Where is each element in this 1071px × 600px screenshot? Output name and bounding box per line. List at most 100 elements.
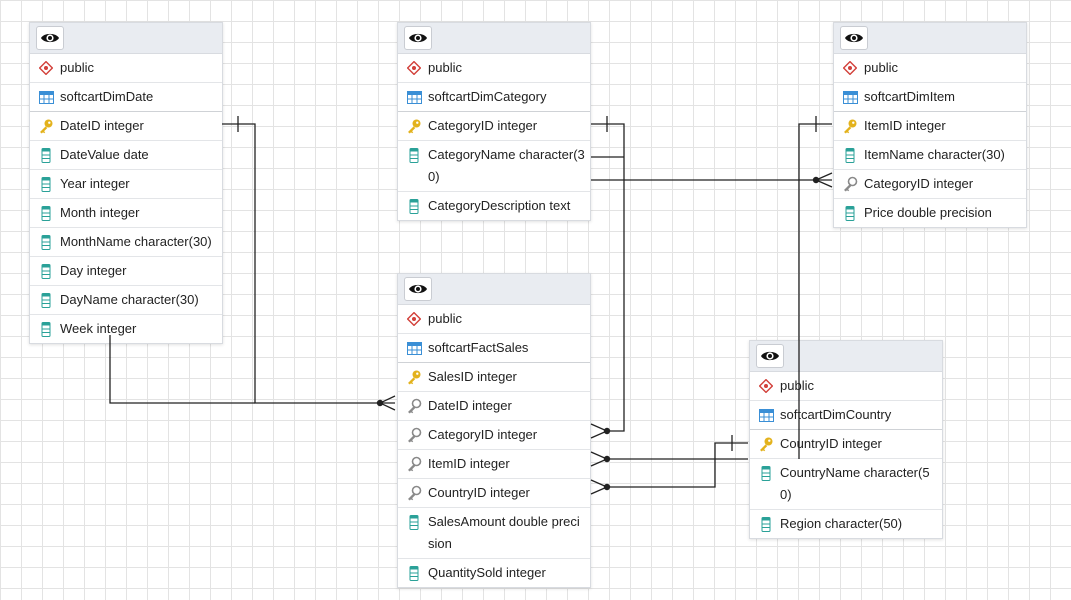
column-row[interactable]: DayName character(30) [30, 286, 222, 315]
table-card-softcartdimcategory[interactable]: public softcartDimCategory CategoryID in… [397, 22, 591, 221]
column-label: Region character(50) [780, 516, 903, 531]
column-label: CountryID integer [428, 485, 530, 500]
schema-icon [758, 378, 774, 394]
column-row[interactable]: Day integer [30, 257, 222, 286]
column-row[interactable]: Price double precision [834, 199, 1026, 227]
primary-key-icon [406, 369, 422, 385]
primary-key-icon [38, 118, 54, 134]
column-label: ItemID integer [428, 456, 510, 471]
column-icon [38, 147, 54, 163]
column-row[interactable]: CategoryID integer [834, 170, 1026, 199]
column-row[interactable]: SalesAmount double precision [398, 508, 590, 559]
column-label: CategoryID integer [428, 427, 538, 442]
column-row[interactable]: Month integer [30, 199, 222, 228]
column-row[interactable]: DateValue date [30, 141, 222, 170]
schema-name: public [428, 60, 462, 75]
table-name: softcartDimItem [864, 89, 956, 104]
column-icon [406, 147, 422, 163]
column-label: CategoryID integer [428, 118, 538, 133]
column-row[interactable]: SalesID integer [398, 363, 590, 392]
table-name-row: softcartFactSales [398, 334, 590, 363]
column-icon [406, 198, 422, 214]
column-label: DateValue date [60, 147, 149, 162]
table-name-row: softcartDimItem [834, 83, 1026, 112]
column-row[interactable]: Region character(50) [750, 510, 942, 538]
foreign-key-icon [406, 485, 422, 501]
column-label: Year integer [60, 176, 130, 191]
view-data-button[interactable] [404, 26, 432, 50]
schema-icon [406, 60, 422, 76]
foreign-key-icon [406, 398, 422, 414]
column-icon [38, 176, 54, 192]
view-data-button[interactable] [756, 344, 784, 368]
column-label: MonthName character(30) [60, 234, 212, 249]
column-row[interactable]: Year integer [30, 170, 222, 199]
column-label: DayName character(30) [60, 292, 199, 307]
primary-key-icon [406, 118, 422, 134]
column-row[interactable]: DateID integer [30, 112, 222, 141]
column-row[interactable]: CountryName character(50) [750, 459, 942, 510]
schema-row: public [750, 372, 942, 401]
table-card-header [398, 23, 590, 54]
table-name: softcartFactSales [428, 340, 529, 355]
column-row[interactable]: MonthName character(30) [30, 228, 222, 257]
column-label: DateID integer [60, 118, 144, 133]
column-icon [842, 147, 858, 163]
primary-key-icon [758, 436, 774, 452]
column-row[interactable]: CategoryID integer [398, 112, 590, 141]
column-row[interactable]: ItemName character(30) [834, 141, 1026, 170]
column-row[interactable]: CountryID integer [398, 479, 590, 508]
column-label: CategoryID integer [864, 176, 974, 191]
view-data-button[interactable] [404, 277, 432, 301]
column-icon [38, 321, 54, 337]
column-icon [38, 205, 54, 221]
column-row[interactable]: CategoryDescription text [398, 192, 590, 220]
table-card-softcartdimdate[interactable]: public softcartDimDate DateID integer Da… [29, 22, 223, 344]
column-label: CategoryDescription text [428, 198, 571, 213]
table-card-softcartdimcountry[interactable]: public softcartDimCountry CountryID inte… [749, 340, 943, 539]
column-label: SalesAmount double precision [428, 514, 580, 551]
schema-icon [406, 311, 422, 327]
table-icon [38, 89, 54, 105]
column-row[interactable]: CountryID integer [750, 430, 942, 459]
column-icon [38, 292, 54, 308]
view-data-button[interactable] [840, 26, 868, 50]
column-label: Week integer [60, 321, 137, 336]
column-label: Day integer [60, 263, 127, 278]
schema-name: public [60, 60, 94, 75]
table-name-row: softcartDimCategory [398, 83, 590, 112]
table-icon [758, 407, 774, 423]
column-label: ItemID integer [864, 118, 946, 133]
column-label: Month integer [60, 205, 140, 220]
column-label: CategoryName character(30) [428, 147, 585, 184]
column-row[interactable]: CategoryID integer [398, 421, 590, 450]
column-label: SalesID integer [428, 369, 517, 384]
schema-row: public [398, 305, 590, 334]
column-row[interactable]: ItemID integer [834, 112, 1026, 141]
column-row[interactable]: CategoryName character(30) [398, 141, 590, 192]
schema-name: public [780, 378, 814, 393]
column-row[interactable]: Week integer [30, 315, 222, 343]
column-icon [842, 205, 858, 221]
view-data-button[interactable] [36, 26, 64, 50]
table-card-softcartdimitem[interactable]: public softcartDimItem ItemID integer It… [833, 22, 1027, 228]
schema-icon [38, 60, 54, 76]
table-name: softcartDimCategory [428, 89, 547, 104]
foreign-key-icon [842, 176, 858, 192]
primary-key-icon [842, 118, 858, 134]
schema-icon [842, 60, 858, 76]
table-card-softcartfactsales[interactable]: public softcartFactSales SalesID integer… [397, 273, 591, 588]
column-row[interactable]: DateID integer [398, 392, 590, 421]
column-icon [758, 465, 774, 481]
eye-icon [409, 284, 427, 294]
column-row[interactable]: ItemID integer [398, 450, 590, 479]
table-icon [842, 89, 858, 105]
schema-name: public [428, 311, 462, 326]
eye-icon [845, 33, 863, 43]
table-name: softcartDimCountry [780, 407, 892, 422]
schema-row: public [398, 54, 590, 83]
column-row[interactable]: QuantitySold integer [398, 559, 590, 587]
table-name-row: softcartDimCountry [750, 401, 942, 430]
column-icon [38, 234, 54, 250]
table-card-header [30, 23, 222, 54]
